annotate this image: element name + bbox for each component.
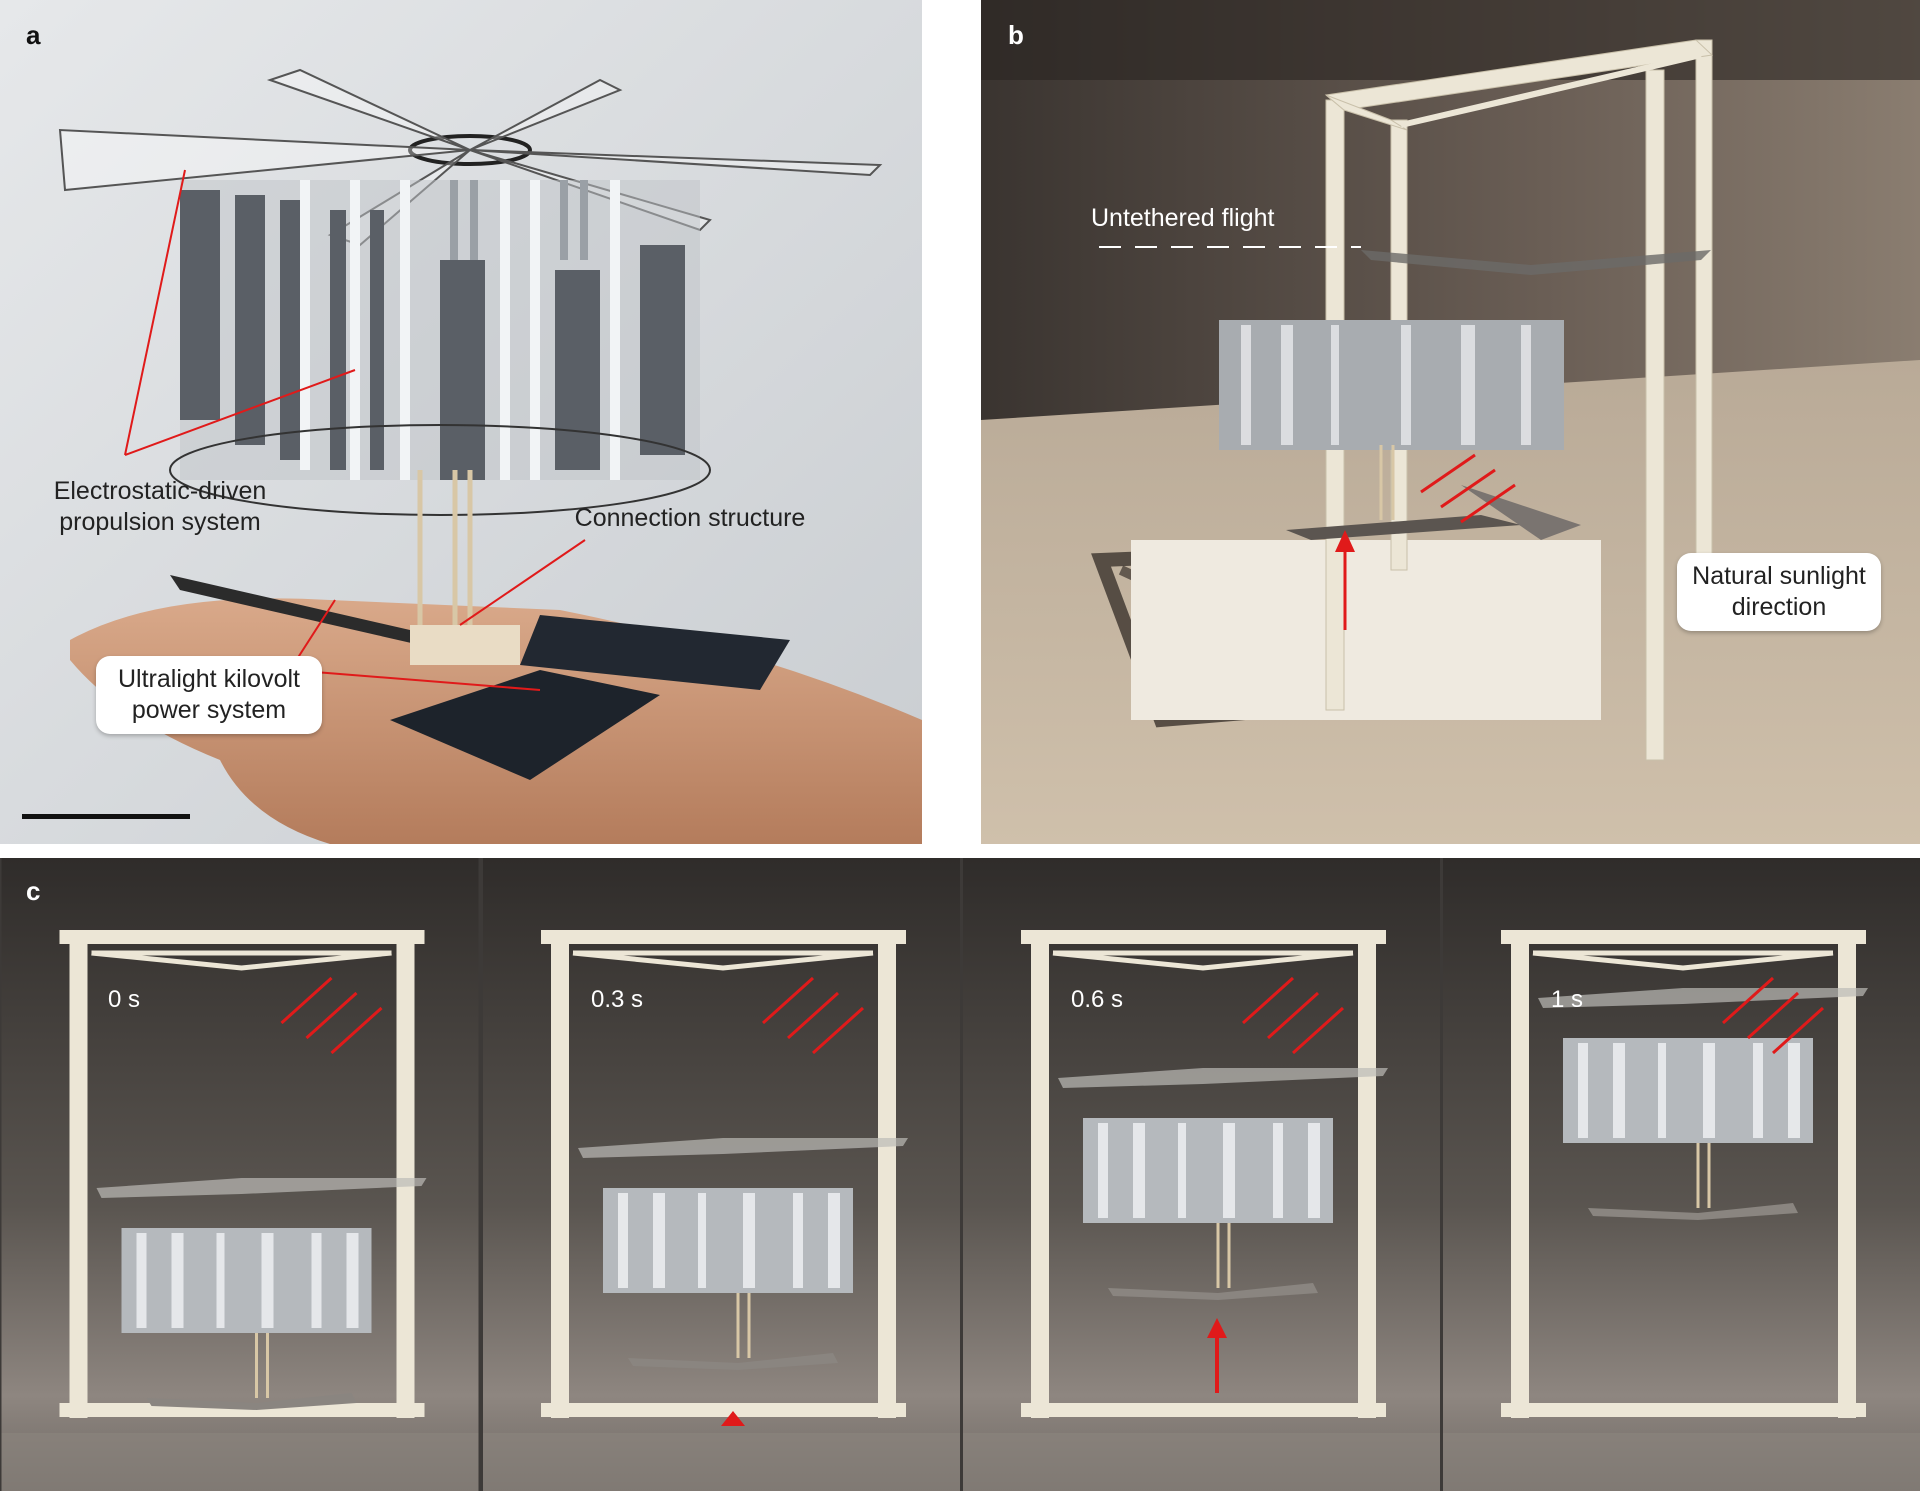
scale-bar: [22, 814, 190, 819]
frame-2: 0.6 s: [963, 858, 1440, 1491]
label-propulsion: Electrostatic-driven propulsion system: [30, 476, 290, 538]
sunlight-arrows: [280, 976, 383, 1055]
panel-b-photo: [981, 0, 1920, 844]
frame-1: 0.3 s: [483, 858, 960, 1491]
sunlight-arrows: [1335, 453, 1516, 630]
propulsion-ring: [169, 180, 711, 516]
label-power: Ultralight kilovolt power system: [96, 656, 322, 734]
panel-letter-b: b: [1008, 20, 1024, 50]
test-frame: [541, 930, 906, 1418]
connection-rods: [417, 470, 473, 630]
sunlight-arrows: [1721, 976, 1825, 1055]
craft: [1058, 1068, 1388, 1300]
panel-a: a Electrostatic-driven propulsion system…: [0, 0, 922, 844]
test-frame: [1501, 930, 1866, 1418]
time-label: 0.3 s: [591, 986, 644, 1013]
label-power-line1: Ultralight kilovolt: [117, 665, 300, 693]
label-untethered-flight: Untethered flight: [1091, 204, 1275, 232]
time-label: 0 s: [108, 986, 141, 1013]
lift-arrow: [721, 1411, 745, 1426]
time-label: 0.6 s: [1071, 986, 1124, 1013]
panel-c: c: [0, 858, 1920, 1491]
annotation-lines: [124, 169, 586, 691]
panel-letter-a: a: [26, 20, 41, 50]
frame-photo: [1, 858, 479, 1491]
craft: [96, 1178, 427, 1410]
craft: [578, 1138, 908, 1370]
sunlight-arrows: [1241, 976, 1345, 1055]
frame-photo: [1443, 858, 1920, 1491]
frame-photo: [483, 858, 960, 1491]
frame-photo: [963, 858, 1440, 1491]
lift-arrow: [1207, 1318, 1227, 1393]
label-propulsion-line2: propulsion system: [59, 508, 261, 536]
craft: [1538, 988, 1868, 1220]
panel-b: b Untethered flight Natural sunlight dir…: [981, 0, 1920, 844]
label-sunlight-line2: direction: [1731, 593, 1827, 621]
label-connection: Connection structure: [574, 504, 806, 532]
label-power-line2: power system: [131, 696, 287, 724]
panel-letter-c: c: [26, 876, 41, 906]
label-propulsion-line1: Electrostatic-driven: [53, 477, 267, 505]
label-sunlight: Natural sunlight direction: [1677, 553, 1881, 631]
frame-0: 0 s: [0, 858, 480, 1491]
sunlight-arrows: [761, 976, 865, 1055]
frame-3: 1 s: [1443, 858, 1920, 1491]
test-frame: [1021, 930, 1386, 1418]
power-system: [170, 575, 790, 780]
time-label: 1 s: [1551, 986, 1584, 1013]
label-sunlight-line1: Natural sunlight: [1692, 562, 1866, 590]
